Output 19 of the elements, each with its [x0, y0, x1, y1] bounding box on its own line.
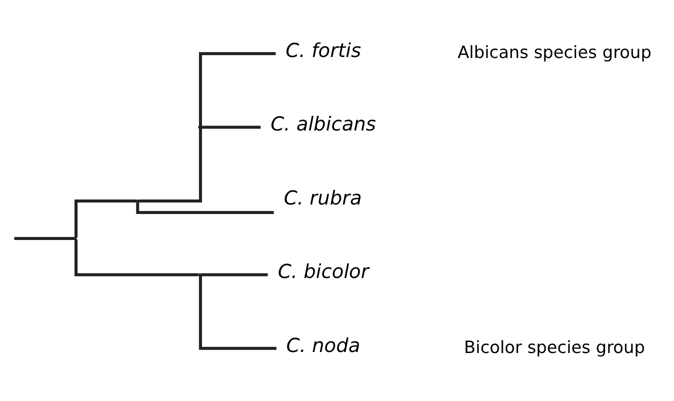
connector: [201, 272, 268, 276]
node-point: [198, 272, 202, 276]
connector: [136, 202, 274, 214]
node-text: C. albicans: [270, 112, 376, 136]
connector: [138, 126, 202, 202]
node-text: C. rubra: [284, 186, 362, 209]
connector: [74, 238, 198, 276]
node-text: C. noda: [286, 333, 360, 356]
connector: [74, 199, 136, 238]
node-text: C. bicolor: [278, 260, 369, 283]
connector: [198, 274, 276, 350]
label: Bicolor species group: [464, 336, 645, 356]
node-text: C. fortis: [286, 38, 362, 62]
connector: [198, 52, 276, 127]
node-point: [136, 199, 139, 202]
label: Albicans species group: [458, 42, 652, 62]
node-point: [74, 236, 77, 240]
connector: [14, 236, 74, 240]
connector: [201, 125, 261, 128]
